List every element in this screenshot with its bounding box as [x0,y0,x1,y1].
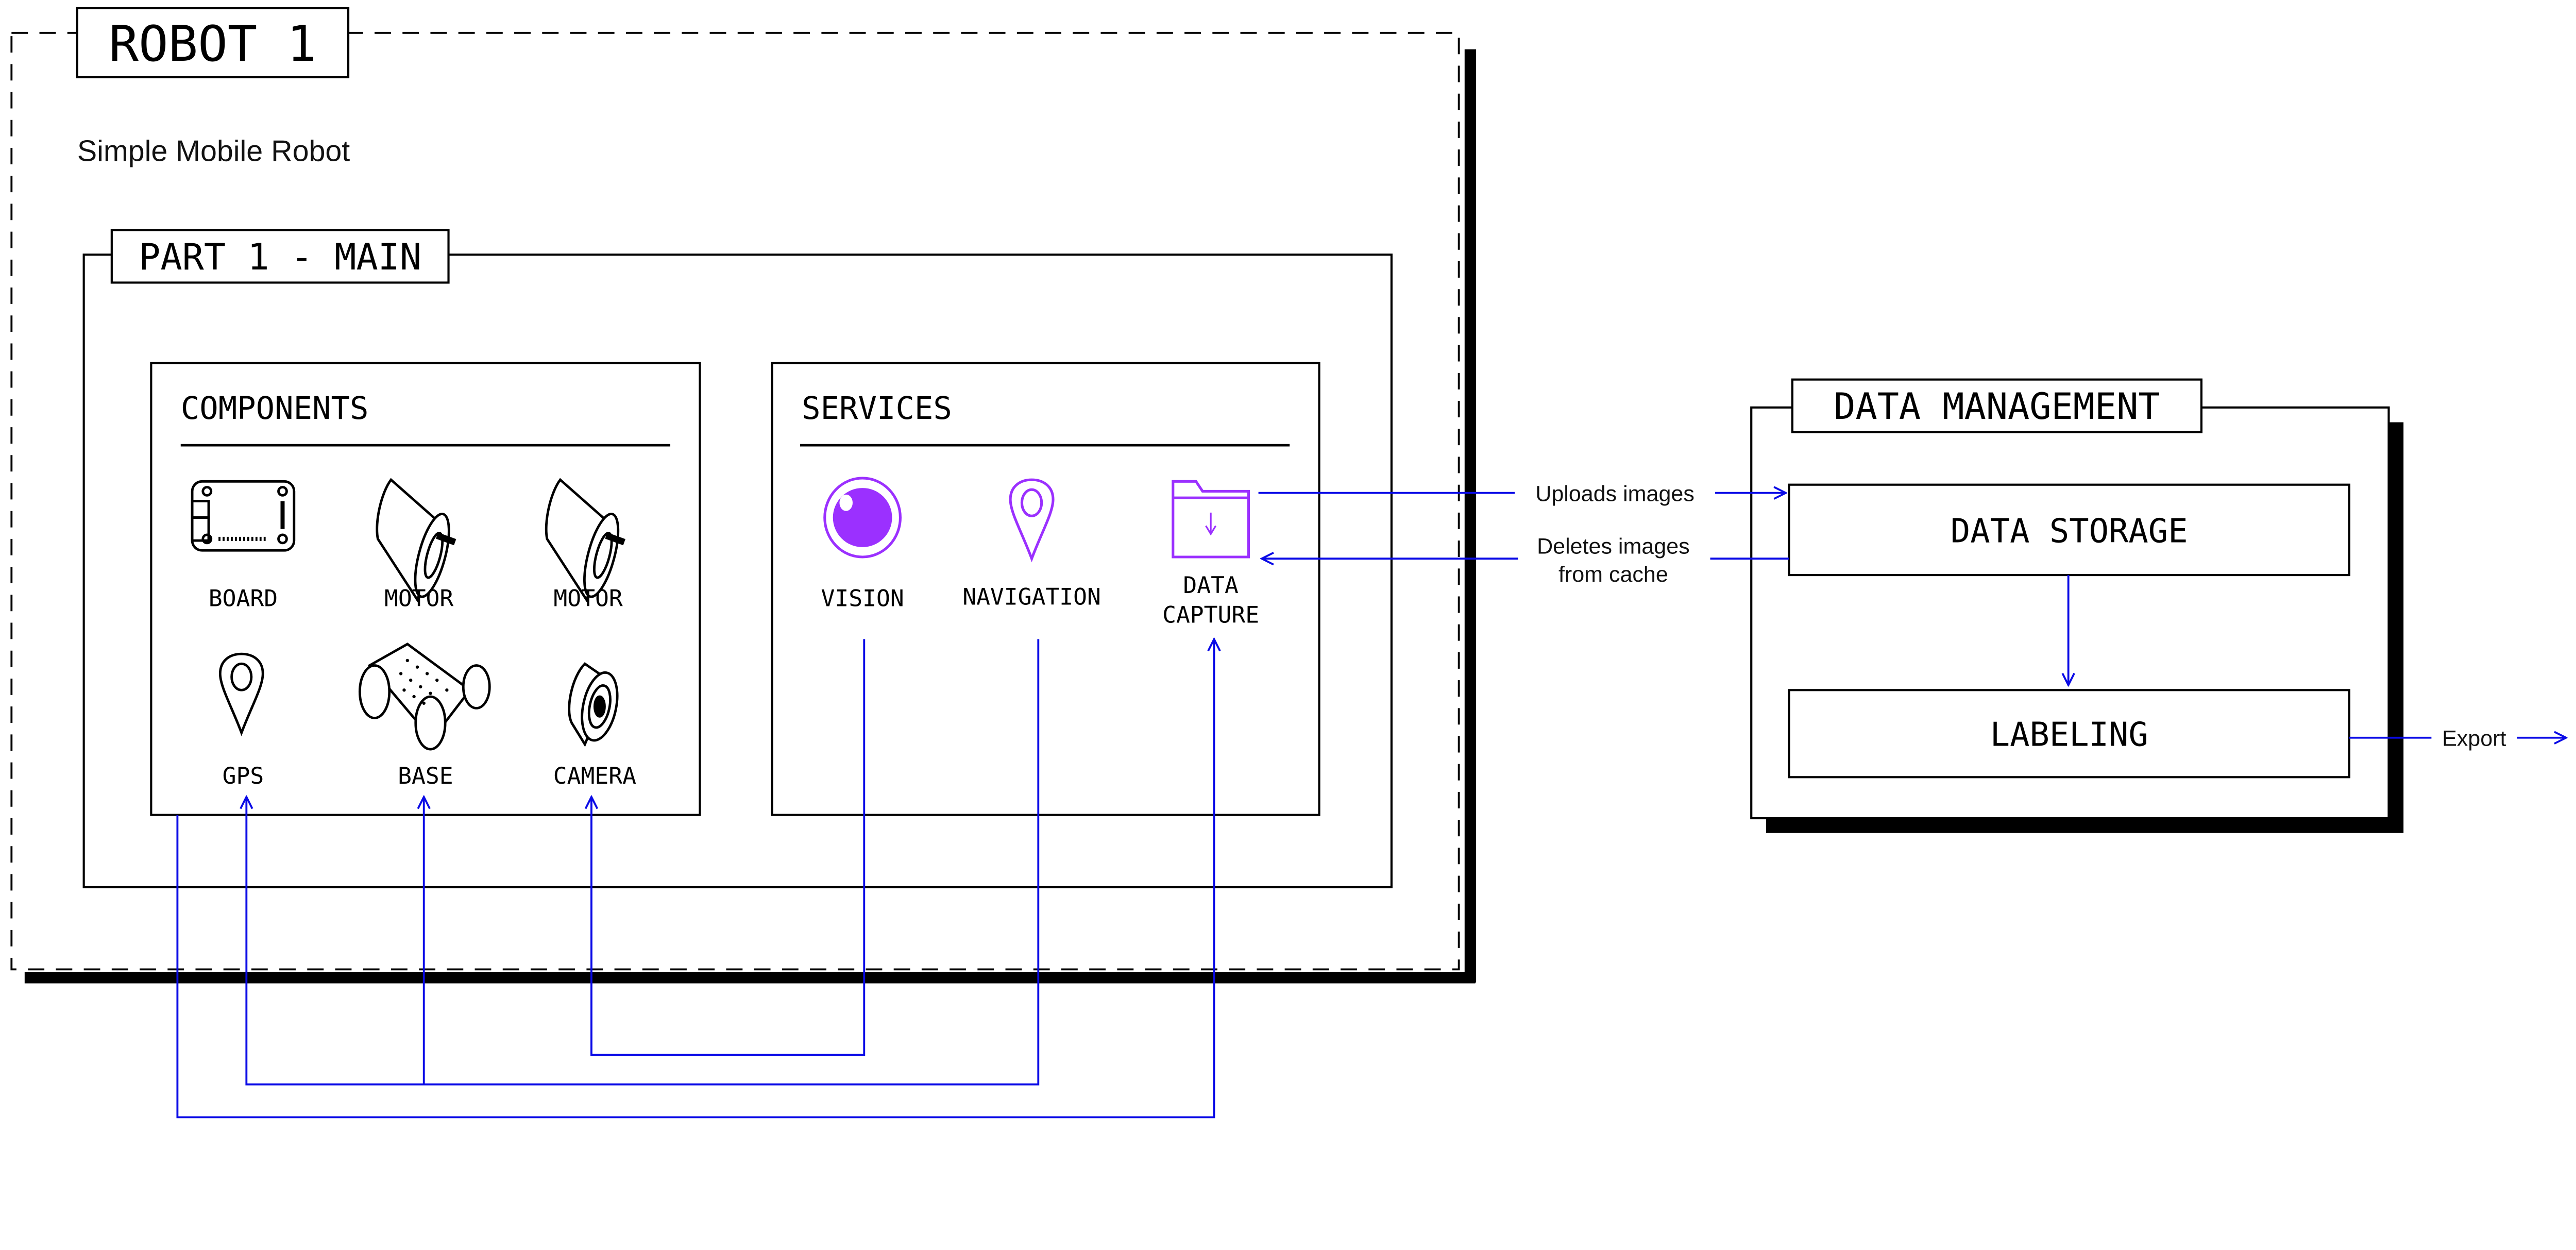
components-panel: COMPONENTS BOARD MOTOR MOTOR [150,362,701,816]
data-storage-label: DATA STORAGE [1951,512,2188,550]
services-heading: SERVICES [802,391,952,427]
export-label-bg [2431,723,2517,753]
board-icon [191,480,296,552]
robot-title: ROBOT 1 [109,15,316,73]
robot-architecture-diagram: ROBOT 1 Simple Mobile Robot PART 1 - MAI… [10,7,2576,1119]
folder-download-icon [1172,480,1250,559]
service-label-capture: CAPTURE [1162,602,1259,629]
upload-label: Uploads images [1535,482,1694,506]
external-connectors: Uploads images Deletes images from cache… [1258,478,2566,753]
component-label-gps: GPS [223,763,264,789]
connector-components-to-data-capture [176,639,1214,1119]
robot-title-box [76,7,350,78]
component-label-base: BASE [398,763,453,789]
service-label-navigation: NAVIGATION [962,583,1101,610]
component-label-camera: CAMERA [553,763,636,789]
internal-connectors [176,639,1214,1119]
delete-label-line1: Deletes images [1537,534,1690,559]
base-icon [358,643,491,751]
delete-label-bg [1518,532,1710,585]
upload-label-bg [1515,478,1716,508]
camera-icon [568,662,619,747]
part-title-box [110,229,450,284]
services-panel: SERVICES VISION NAVIGATION DATA CAPTURE [771,362,1320,816]
motor-icon [376,478,456,603]
robot-subtitle: Simple Mobile Robot [77,135,350,168]
data-management-title: DATA MANAGEMENT [1834,385,2160,428]
component-label-motor: MOTOR [553,585,622,612]
part-title: PART 1 - MAIN [139,236,421,278]
map-pin-icon [1009,478,1055,563]
labeling-box[interactable] [1788,689,2351,779]
labeling-label: LABELING [1990,716,2148,754]
component-label-board: BOARD [209,585,278,612]
data-management-title-box [1791,378,2203,433]
service-label-data: DATA [1183,572,1239,599]
data-storage-box[interactable] [1788,483,2351,577]
connector-vision-to-camera [591,639,866,1056]
delete-label-line2: from cache [1558,562,1668,587]
map-pin-icon [218,652,264,737]
eye-icon [823,477,902,559]
export-label: Export [2442,727,2506,751]
service-label-vision: VISION [821,585,904,612]
motor-icon [545,478,625,603]
component-label-motor: MOTOR [384,585,453,612]
connector-navigation-to-gps [246,639,1040,1086]
components-heading: COMPONENTS [181,391,369,427]
data-management-panel: DATA MANAGEMENT DATA STORAGE LABELING [1750,378,2404,833]
